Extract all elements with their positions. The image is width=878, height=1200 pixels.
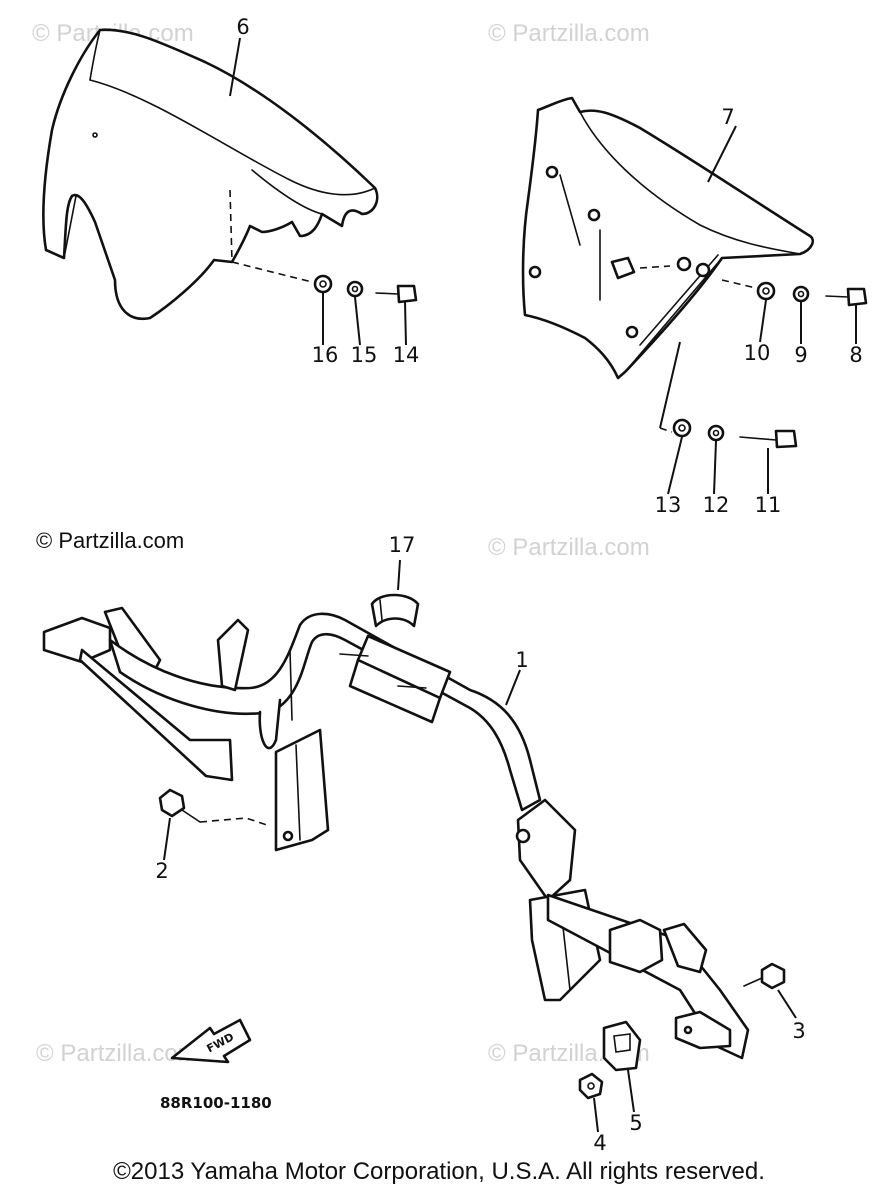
part-7-hardware (659, 279, 868, 449)
fwd-arrow: FWD (170, 1018, 252, 1064)
part-4-nut (578, 1072, 604, 1100)
part-17-clip (370, 593, 420, 628)
callout-1: 1 (515, 648, 528, 672)
watermark-bottom-left: © Partzilla.com (36, 1040, 198, 1067)
watermark-middle-right: © Partzilla.com (488, 534, 650, 561)
callout-9: 9 (794, 343, 807, 367)
callout-2: 2 (155, 859, 168, 883)
watermark-top-right: © Partzilla.com (488, 20, 650, 47)
callout-12: 12 (703, 493, 730, 517)
callout-7: 7 (721, 105, 734, 129)
callout-16: 16 (312, 343, 339, 367)
copyright-mark: © Partzilla.com (36, 528, 185, 553)
callout-5: 5 (629, 1111, 642, 1135)
callout-6: 6 (236, 15, 249, 39)
part-1-stay (42, 606, 750, 1060)
part-6-cover (42, 28, 379, 321)
callout-8: 8 (849, 343, 862, 367)
callout-15: 15 (351, 343, 378, 367)
callout-11: 11 (755, 493, 782, 517)
part-5-clip (602, 1020, 642, 1072)
callout-4: 4 (593, 1131, 606, 1155)
callout-10: 10 (744, 341, 771, 365)
callout-3: 3 (792, 1019, 805, 1043)
part-6-hardware (231, 261, 418, 304)
leader-lines (163, 37, 857, 1133)
callout-17: 17 (389, 533, 416, 557)
copyright-footer: ©2013 Yamaha Motor Corporation, U.S.A. A… (113, 1158, 765, 1185)
part-3-bolt (743, 962, 786, 990)
part-2-bolt (158, 788, 271, 827)
callout-13: 13 (655, 493, 682, 517)
part-7-cover (521, 96, 814, 380)
drawing-code: 88R100-1180 (160, 1094, 272, 1112)
callout-14: 14 (393, 343, 420, 367)
